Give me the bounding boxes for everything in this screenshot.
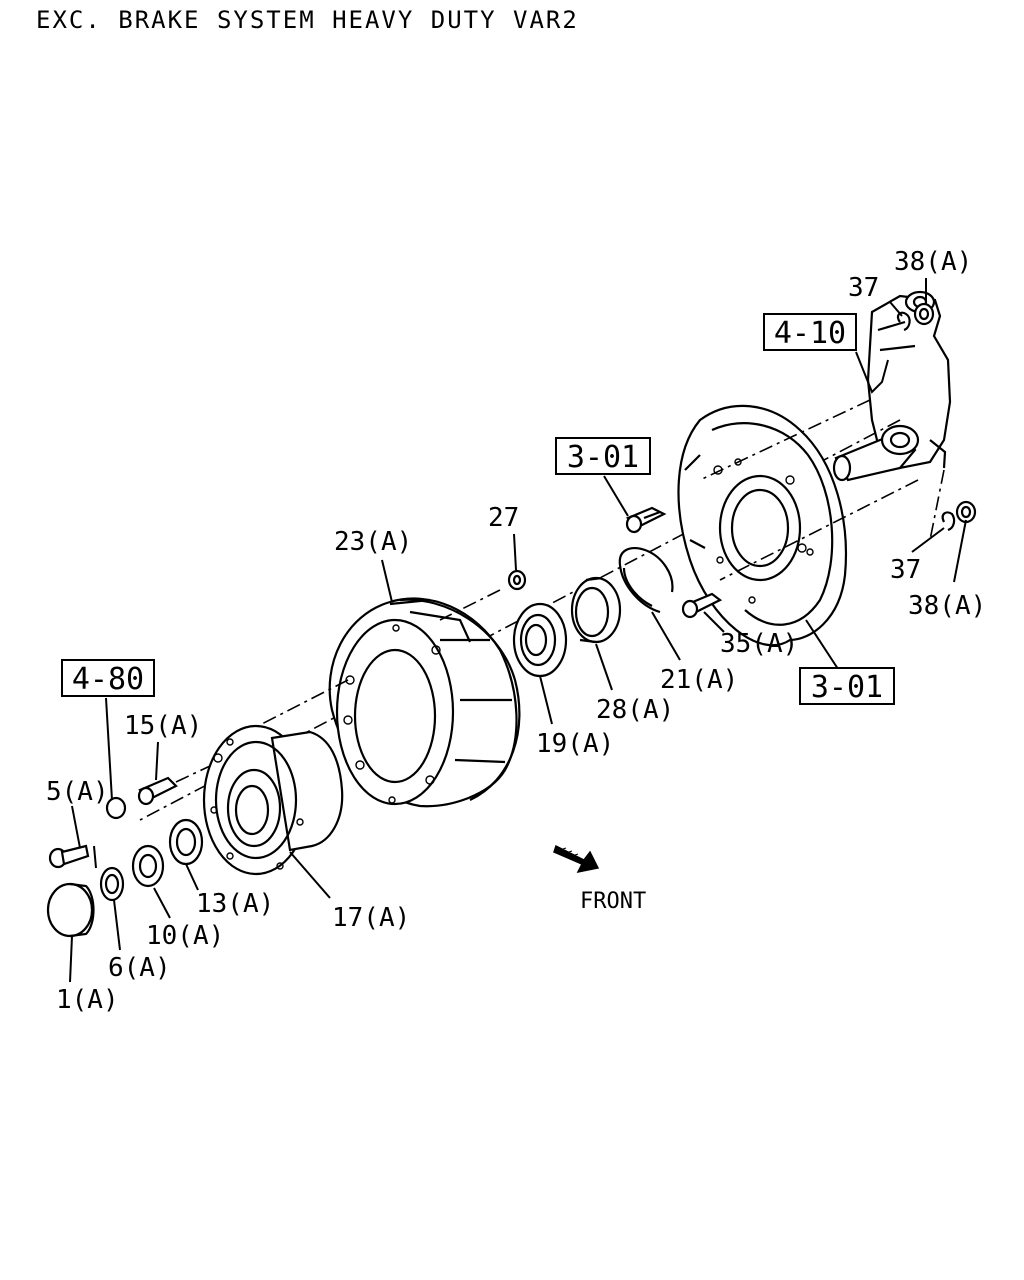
lock-washer: [99, 866, 125, 902]
bearing-inner: [168, 818, 204, 866]
part-label-1a: 1(A): [56, 985, 119, 1015]
ref-box-4-80-label: 4-80: [72, 662, 144, 697]
part-label-37-top: 37: [848, 273, 879, 303]
ref-box-4-80[interactable]: 4-80: [61, 659, 155, 697]
ref-box-4-10[interactable]: 4-10: [763, 313, 857, 351]
wheel-stud: [105, 776, 178, 820]
part-label-38a-bottom: 38(A): [908, 591, 986, 621]
part-label-15a: 15(A): [124, 711, 202, 741]
part-label-35a: 35(A): [720, 629, 798, 659]
dash-leader-bolt-bottom: [719, 479, 919, 581]
front-label: FRONT: [580, 889, 646, 914]
washer-27: [507, 569, 527, 591]
part-label-13a: 13(A): [196, 889, 274, 919]
diagram-title: EXC. BRAKE SYSTEM HEAVY DUTY VAR2: [36, 6, 579, 34]
part-label-37-bottom: 37: [890, 555, 921, 585]
bearing-outer: [512, 602, 568, 678]
part-label-23a: 23(A): [334, 527, 412, 557]
ref-box-4-10-label: 4-10: [774, 316, 846, 351]
part-label-28a: 28(A): [596, 695, 674, 725]
dash-leader-bolt-top: [699, 399, 871, 481]
dash-leader-stud-hub: [175, 765, 211, 783]
part-label-38a-top: 38(A): [894, 247, 972, 277]
part-label-10a: 10(A): [146, 921, 224, 951]
hub-cap: [46, 882, 95, 938]
front-arrow-icon: [553, 844, 600, 874]
part-label-5a: 5(A): [46, 777, 109, 807]
brake-drum: [328, 597, 521, 808]
ref-box-3-01-bottom-label: 3-01: [811, 670, 883, 705]
dash-leader-right: [929, 469, 945, 541]
washer-nut-bottom: [941, 500, 977, 532]
steering-knuckle: [832, 290, 952, 482]
bolt-upper: [625, 506, 667, 534]
dash-leader-washer: [439, 589, 501, 621]
snap-ring: [618, 547, 674, 614]
oil-seal: [570, 576, 622, 644]
washer-nut-top: [896, 302, 935, 332]
hub-nut: [131, 844, 165, 888]
part-label-19a: 19(A): [536, 729, 614, 759]
wheel-hub: [202, 724, 344, 876]
brake-backing-plate: [677, 404, 847, 647]
dash-leader-stud: [249, 679, 349, 731]
part-label-21a: 21(A): [660, 665, 738, 695]
part-label-17a: 17(A): [332, 903, 410, 933]
part-label-27: 27: [488, 503, 519, 533]
ref-box-3-01-top[interactable]: 3-01: [555, 437, 651, 475]
bolt-35: [681, 592, 723, 619]
hub-bolt: [48, 844, 90, 869]
ref-box-3-01-top-label: 3-01: [567, 440, 639, 475]
ref-box-3-01-bottom[interactable]: 3-01: [799, 667, 895, 705]
part-label-6a: 6(A): [108, 953, 171, 983]
leader-lines: [69, 278, 967, 983]
